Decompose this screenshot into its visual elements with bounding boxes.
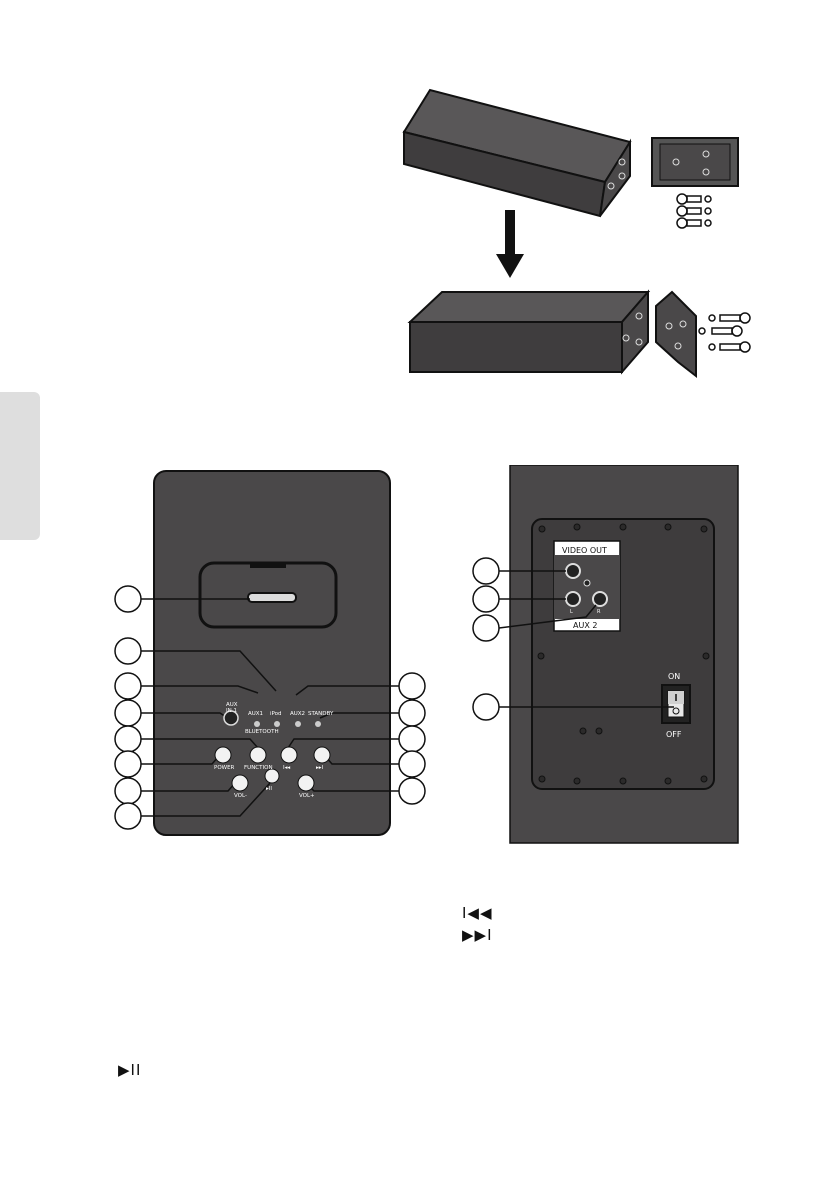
callouts-left — [115, 586, 141, 829]
power-label: POWER — [214, 765, 235, 771]
function-label: FUNCTION — [244, 765, 273, 771]
ipod-label: iPod — [270, 711, 282, 717]
function-button[interactable] — [250, 747, 266, 763]
power-switch[interactable] — [662, 685, 690, 723]
aux2-led — [295, 721, 301, 727]
lower-speaker-box — [410, 292, 648, 372]
play-pause-symbol: ▶II — [118, 1061, 141, 1079]
aux2-right-jack[interactable] — [593, 592, 607, 606]
aux1-led — [254, 721, 260, 727]
back-panel-diagram: VIDEO OUT AUX 2 L R ON OFF — [466, 465, 746, 845]
next-symbol: ▶▶I — [462, 926, 493, 944]
left-label: L — [570, 609, 573, 615]
play-pause-button[interactable] — [265, 769, 279, 783]
aux2-label: AUX 2 — [573, 621, 597, 630]
dock-connector — [248, 593, 296, 602]
vol-minus-button[interactable] — [232, 775, 248, 791]
callouts-right — [399, 673, 425, 804]
back-callouts — [473, 558, 499, 720]
prev-symbol: I◀◀ — [462, 904, 493, 922]
aux2-left-jack[interactable] — [566, 592, 580, 606]
screws-bottom — [699, 313, 750, 352]
prev-button[interactable] — [281, 747, 297, 763]
next-button[interactable] — [314, 747, 330, 763]
ipod-led — [274, 721, 280, 727]
down-arrow-icon — [496, 210, 524, 278]
off-label: OFF — [666, 730, 682, 739]
video-out-jack[interactable] — [566, 564, 580, 578]
next-label: ▸▸I — [316, 765, 324, 771]
power-button[interactable] — [215, 747, 231, 763]
screws-top — [677, 194, 711, 228]
prev-label: I◂◂ — [283, 765, 290, 771]
assembly-diagram — [360, 80, 780, 390]
chapter-tab — [0, 392, 40, 540]
standby-label: STANDBY — [308, 711, 334, 717]
aux2-label: AUX2 — [290, 711, 305, 717]
upper-speaker-box — [404, 90, 630, 216]
play-pause-label: ▸II — [266, 786, 272, 792]
on-label: ON — [668, 672, 680, 681]
end-plate — [652, 138, 738, 186]
vol-minus-label: VOL- — [234, 793, 247, 799]
bluetooth-label: BLUETOOTH — [245, 729, 279, 735]
vol-plus-button[interactable] — [298, 775, 314, 791]
right-label: R — [597, 609, 601, 615]
standby-led — [315, 721, 321, 727]
vol-plus-label: VOL+ — [299, 793, 315, 799]
aux1-label: AUX1 — [248, 711, 263, 717]
side-plate — [656, 292, 696, 376]
video-out-label: VIDEO OUT — [562, 546, 607, 555]
